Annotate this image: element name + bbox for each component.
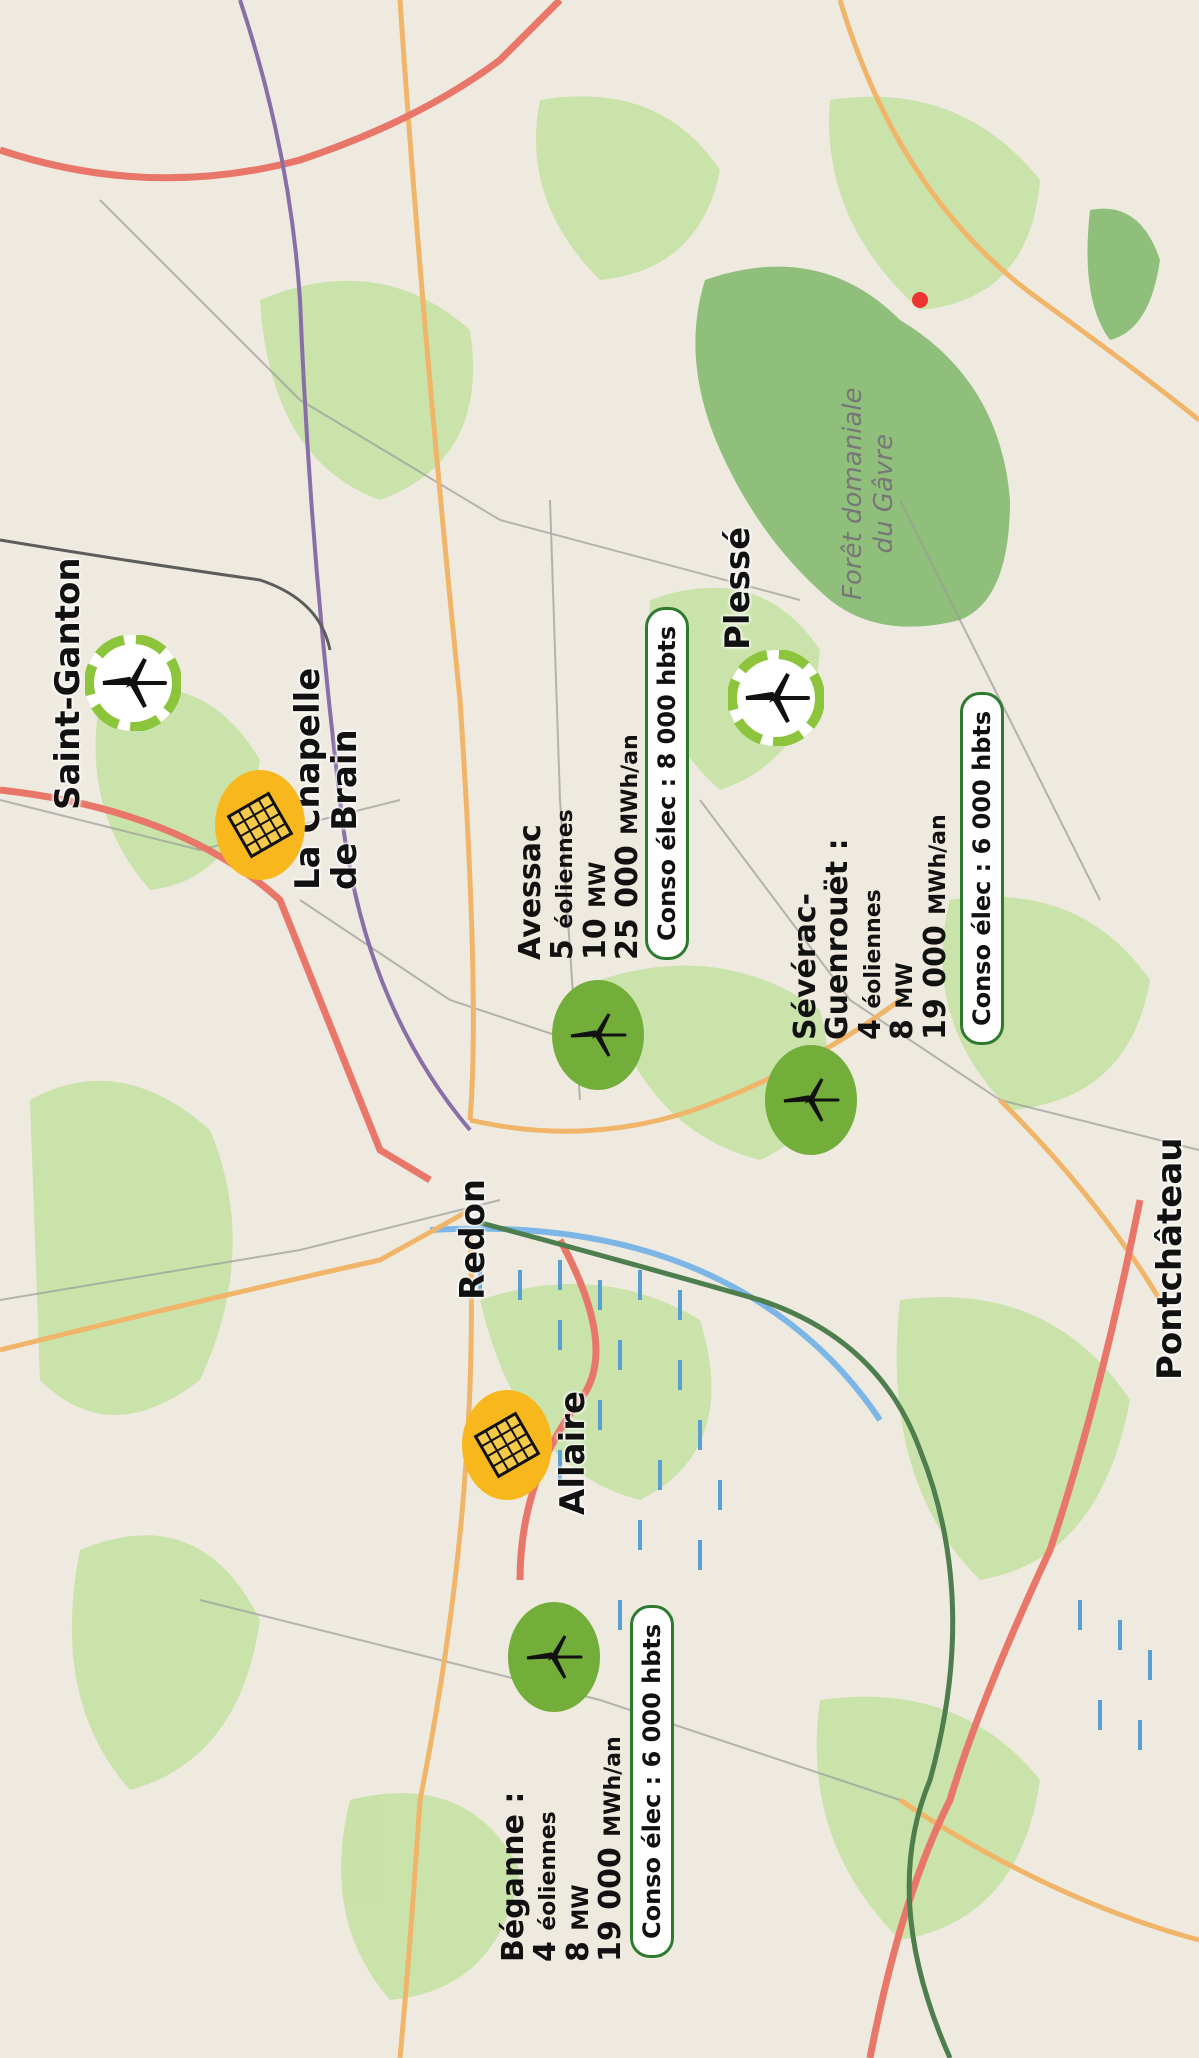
- solar-panel-icon[interactable]: [462, 1390, 552, 1500]
- town-plesse: Plessé: [718, 526, 758, 650]
- boundaries: [0, 0, 956, 2058]
- conso-badge-severac: Conso élec : 6 000 hbts: [960, 691, 1004, 1045]
- town-la-chapelle-line2: de Brain: [324, 729, 365, 890]
- solar-panel-icon[interactable]: [215, 770, 305, 880]
- conso-badge-avessac: Conso élec : 8 000 hbts: [645, 606, 689, 960]
- wind-turbine-icon[interactable]: [765, 1045, 857, 1155]
- park-beganne-count: 4 éoliennes: [528, 1811, 564, 1962]
- wind-turbine-planned-icon[interactable]: [728, 650, 824, 746]
- town-la-chapelle-de-brain: La Chapelle de Brain: [288, 668, 365, 890]
- forest-area: [695, 208, 1160, 627]
- town-saint-ganton: Saint-Ganton: [48, 557, 88, 810]
- park-avessac-power: 10 MW: [577, 861, 613, 960]
- forest-label: Forêt domaniale du Gâvre: [838, 387, 900, 600]
- wind-turbine-icon[interactable]: [552, 980, 644, 1090]
- park-severac-name2: Guenrouët :: [820, 838, 856, 1040]
- park-severac-energy: 19 000 MWh/an: [917, 814, 953, 1040]
- location-marker: [912, 292, 928, 308]
- park-avessac-count: 5 éoliennes: [545, 809, 581, 960]
- minor-roads: [0, 199, 1199, 1801]
- river: [429, 1225, 883, 1422]
- park-avessac-energy: 25 000 MWh/an: [610, 734, 646, 960]
- park-severac-guenrouet: Sévérac- Guenrouët : 4 éoliennes 8 MW 19…: [788, 814, 953, 1041]
- park-beganne-power: 8 MW: [560, 1884, 596, 1963]
- park-beganne: Béganne : 4 éoliennes 8 MW 19 000 MWh/an: [496, 1736, 629, 1963]
- town-pontchateau: Pontchâteau: [1150, 1137, 1190, 1381]
- forest-label-line2: du Gâvre: [869, 434, 900, 554]
- wind-turbine-icon[interactable]: [508, 1602, 600, 1712]
- park-severac-count: 4 éoliennes: [852, 889, 888, 1040]
- park-severac-power: 8 MW: [885, 962, 921, 1041]
- town-redon: Redon: [453, 1178, 493, 1300]
- wind-turbine-planned-icon[interactable]: [85, 635, 181, 731]
- park-severac-name1: Sévérac-: [788, 892, 823, 1040]
- forest-label-line1: Forêt domaniale: [838, 387, 868, 600]
- park-beganne-energy: 19 000 MWh/an: [593, 1736, 629, 1962]
- wetlands: [478, 1260, 1152, 1750]
- park-beganne-name: Béganne :: [496, 1791, 531, 1962]
- town-allaire: Allaire: [553, 1390, 593, 1515]
- park-avessac-name: Avessac: [513, 824, 548, 960]
- park-avessac: Avessac 5 éoliennes 10 MW 25 000 MWh/an: [513, 734, 646, 960]
- conso-badge-beganne: Conso élec : 6 000 hbts: [630, 1604, 674, 1958]
